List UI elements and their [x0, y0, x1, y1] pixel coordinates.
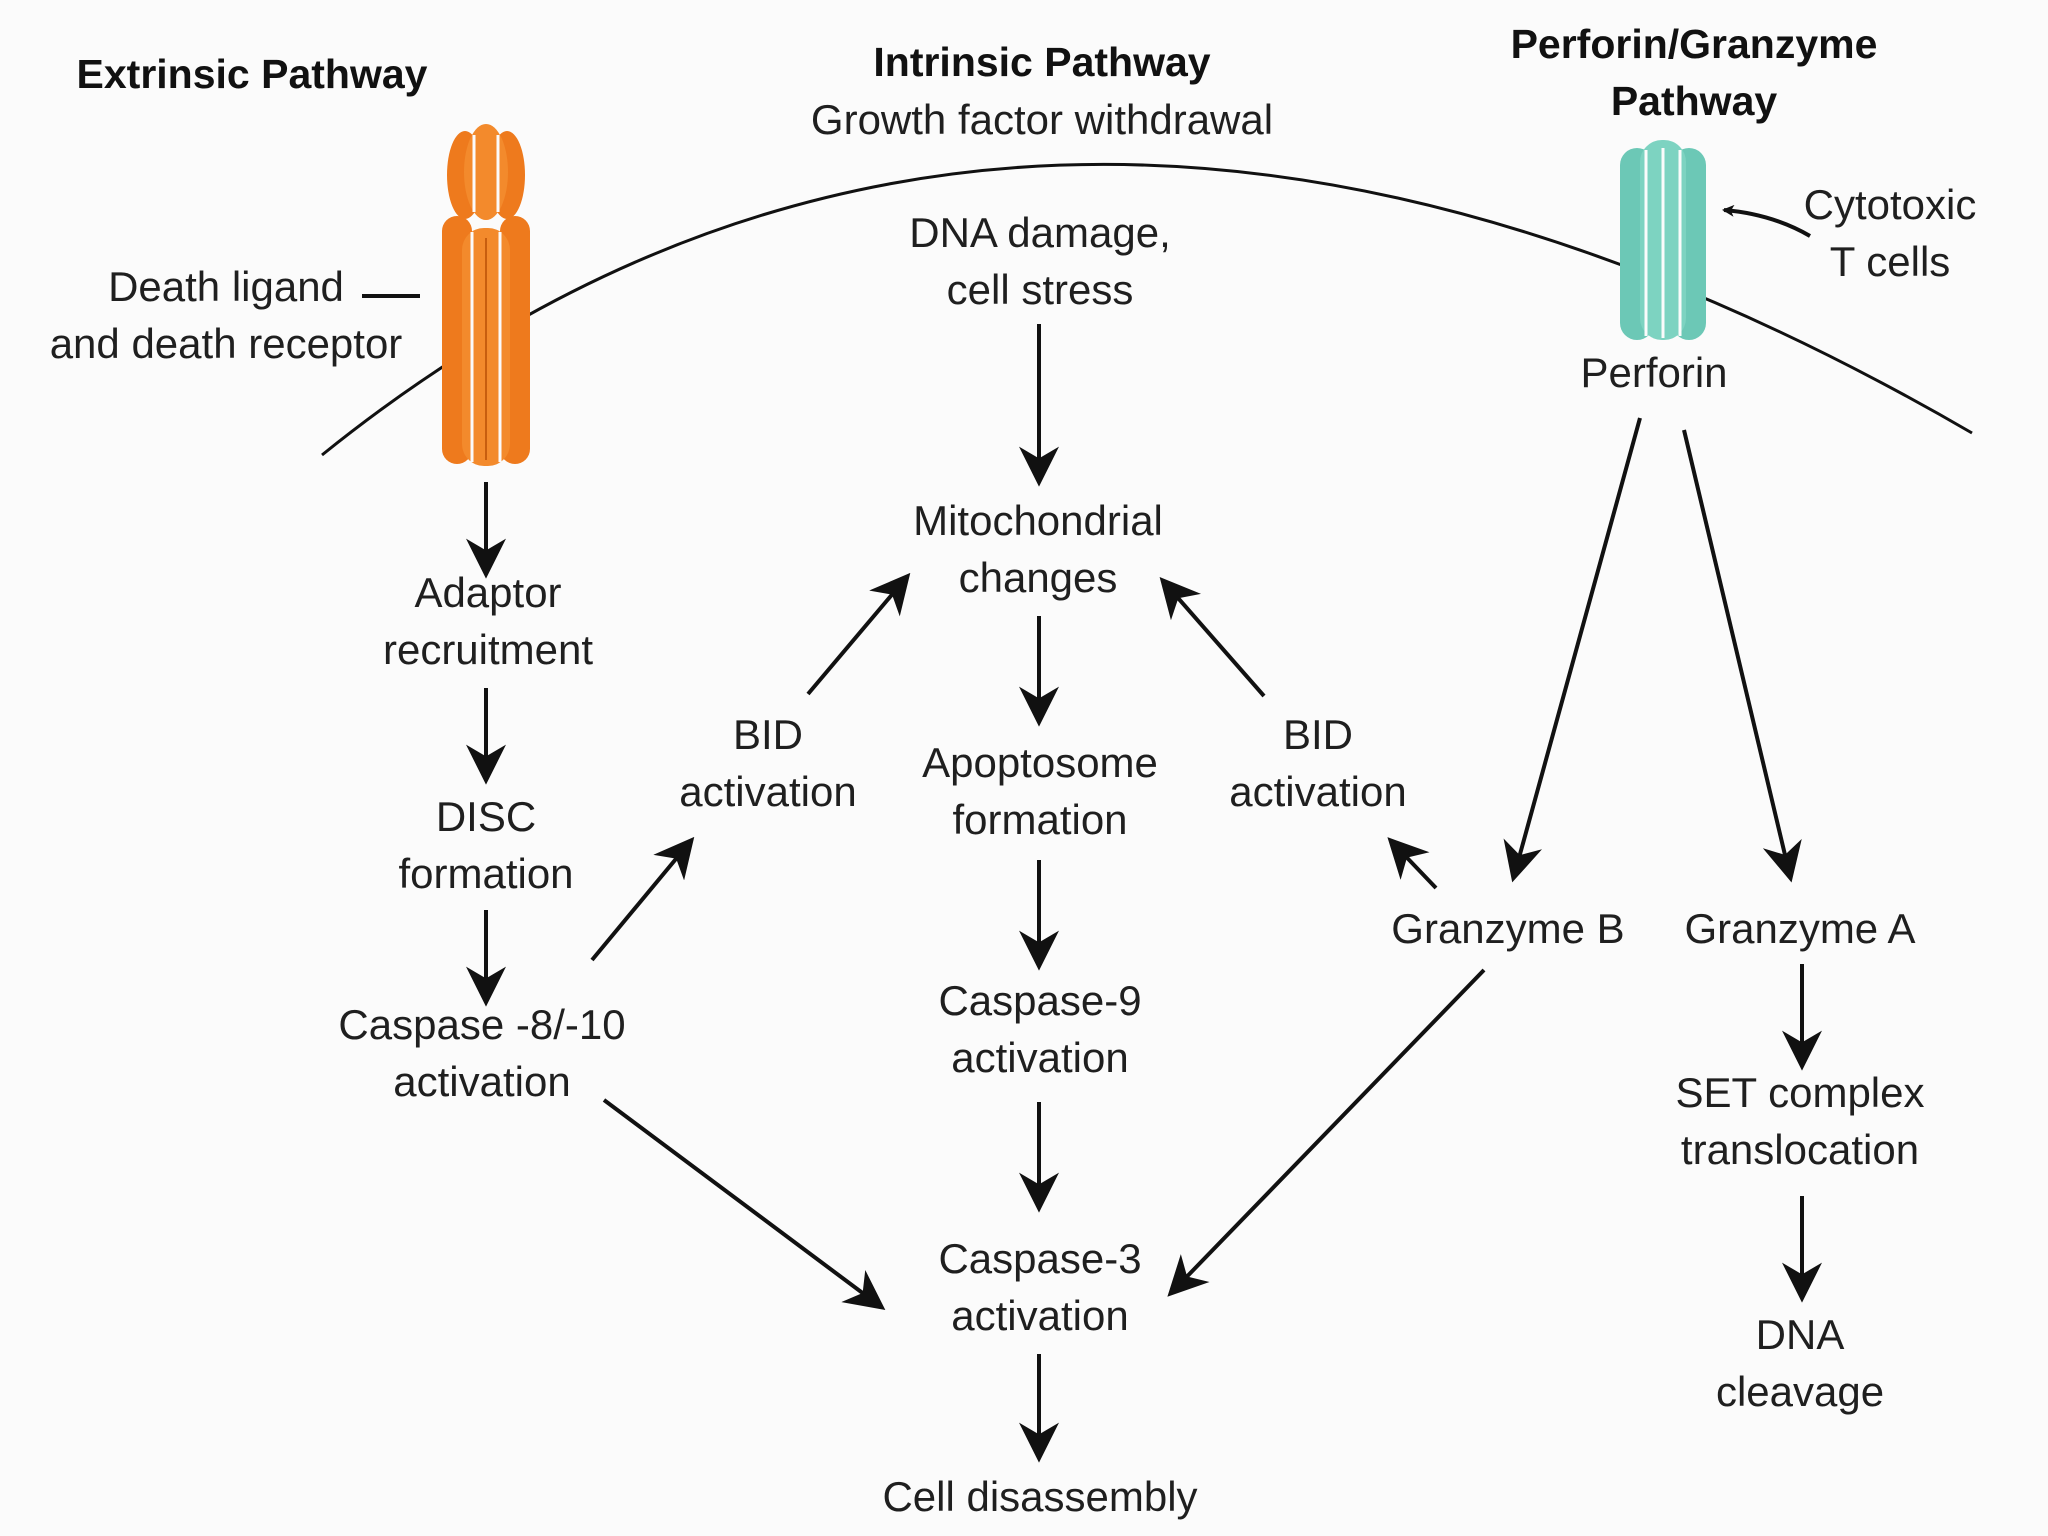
bid-activation-left-node: BID activation	[679, 706, 856, 820]
caspase-3-activation-node: Caspase-3 activation	[938, 1230, 1141, 1344]
caspase-9-line1: Caspase-9	[938, 977, 1142, 1024]
apoptosome-formation-line1: Apoptosome	[922, 739, 1158, 786]
apoptosome-formation-node: Apoptosome formation	[922, 734, 1158, 848]
death-ligand-label: Death ligand and death receptor	[50, 258, 403, 372]
arrow-bid-left-to-mito	[806, 572, 911, 696]
set-complex-line1: SET complex	[1675, 1069, 1925, 1116]
arrow-granzyme-b-to-bid	[1387, 837, 1438, 890]
death-receptor-icon	[442, 124, 530, 466]
death-ligand-label-line1: Death ligand	[108, 263, 344, 310]
cytotoxic-t-cells-line1: Cytotoxic	[1803, 181, 1977, 228]
adaptor-recruitment-line1: Adaptor	[414, 569, 562, 616]
caspase-8-10-line1: Caspase -8/-10	[338, 1001, 626, 1048]
perforin-granzyme-title-line1: Perforin/Granzyme	[1510, 21, 1878, 67]
arrow-cytotoxic-to-perforin	[1722, 204, 1812, 238]
mitochondrial-changes-line2: changes	[958, 554, 1118, 601]
cell-disassembly-node: Cell disassembly	[882, 1473, 1198, 1520]
dna-cleavage-node: DNA cleavage	[1716, 1306, 1884, 1420]
caspase-3-line1: Caspase-3	[938, 1235, 1142, 1282]
arrow-caspase810-to-bid	[590, 836, 695, 962]
arrow-bid-right-to-mito	[1159, 576, 1266, 698]
bid-activation-right-line2: activation	[1229, 768, 1407, 815]
caspase-8-10-activation-node: Caspase -8/-10 activation	[338, 996, 625, 1110]
dna-damage-node: DNA damage, cell stress	[909, 204, 1170, 318]
perforin-granzyme-pathway-title: Perforin/Granzyme Pathway	[1511, 16, 1878, 130]
bid-activation-left-line2: activation	[679, 768, 857, 815]
dna-damage-line2: cell stress	[946, 266, 1134, 313]
caspase-8-10-line2: activation	[393, 1058, 571, 1105]
arrow-granzyme-b-to-caspase3	[1167, 968, 1486, 1297]
dna-cleavage-line2: cleavage	[1715, 1368, 1885, 1415]
disc-formation-line1: DISC	[435, 793, 537, 840]
set-complex-line2: translocation	[1680, 1126, 1920, 1173]
extrinsic-pathway-title: Extrinsic Pathway	[76, 51, 428, 97]
disc-formation-line2: formation	[398, 850, 574, 897]
perforin-granzyme-title-line2: Pathway	[1610, 78, 1778, 124]
bid-activation-right-node: BID activation	[1229, 706, 1406, 820]
dna-cleavage-line1: DNA	[1755, 1311, 1845, 1358]
caspase-9-activation-node: Caspase-9 activation	[938, 972, 1141, 1086]
mitochondrial-changes-line1: Mitochondrial	[913, 497, 1163, 544]
bid-activation-right-line1: BID	[1282, 711, 1353, 758]
intrinsic-pathway-title: Intrinsic Pathway	[873, 39, 1211, 85]
set-complex-translocation-node: SET complex translocation	[1676, 1064, 1925, 1178]
death-ligand-label-line2: and death receptor	[49, 320, 403, 367]
cytotoxic-t-cells-line2: T cells	[1829, 238, 1951, 285]
apoptosome-formation-line2: formation	[952, 796, 1128, 843]
dna-damage-line1: DNA damage,	[909, 209, 1171, 256]
cytotoxic-t-cells-label: Cytotoxic T cells	[1804, 176, 1977, 290]
arrow-perforin-to-granzyme-a	[1682, 429, 1802, 883]
bid-activation-left-line1: BID	[732, 711, 803, 758]
caspase-3-line2: activation	[951, 1292, 1129, 1339]
intrinsic-pathway-subtitle: Growth factor withdrawal	[810, 96, 1274, 143]
perforin-pore-icon	[1620, 140, 1706, 340]
adaptor-recruitment-line2: recruitment	[382, 626, 594, 673]
caspase-9-line2: activation	[951, 1034, 1129, 1081]
arrow-perforin-to-granzyme-b	[1503, 417, 1642, 883]
intrinsic-pathway-header: Intrinsic Pathway Growth factor withdraw…	[811, 34, 1273, 148]
perforin-label: Perforin	[1580, 349, 1728, 396]
mitochondrial-changes-node: Mitochondrial changes	[913, 492, 1163, 606]
disc-formation-node: DISC formation	[398, 788, 573, 902]
granzyme-a-node: Granzyme A	[1684, 905, 1916, 952]
adaptor-recruitment-node: Adaptor recruitment	[383, 564, 593, 678]
arrow-caspase810-to-caspase3	[602, 1098, 886, 1310]
granzyme-b-node: Granzyme B	[1391, 905, 1625, 952]
